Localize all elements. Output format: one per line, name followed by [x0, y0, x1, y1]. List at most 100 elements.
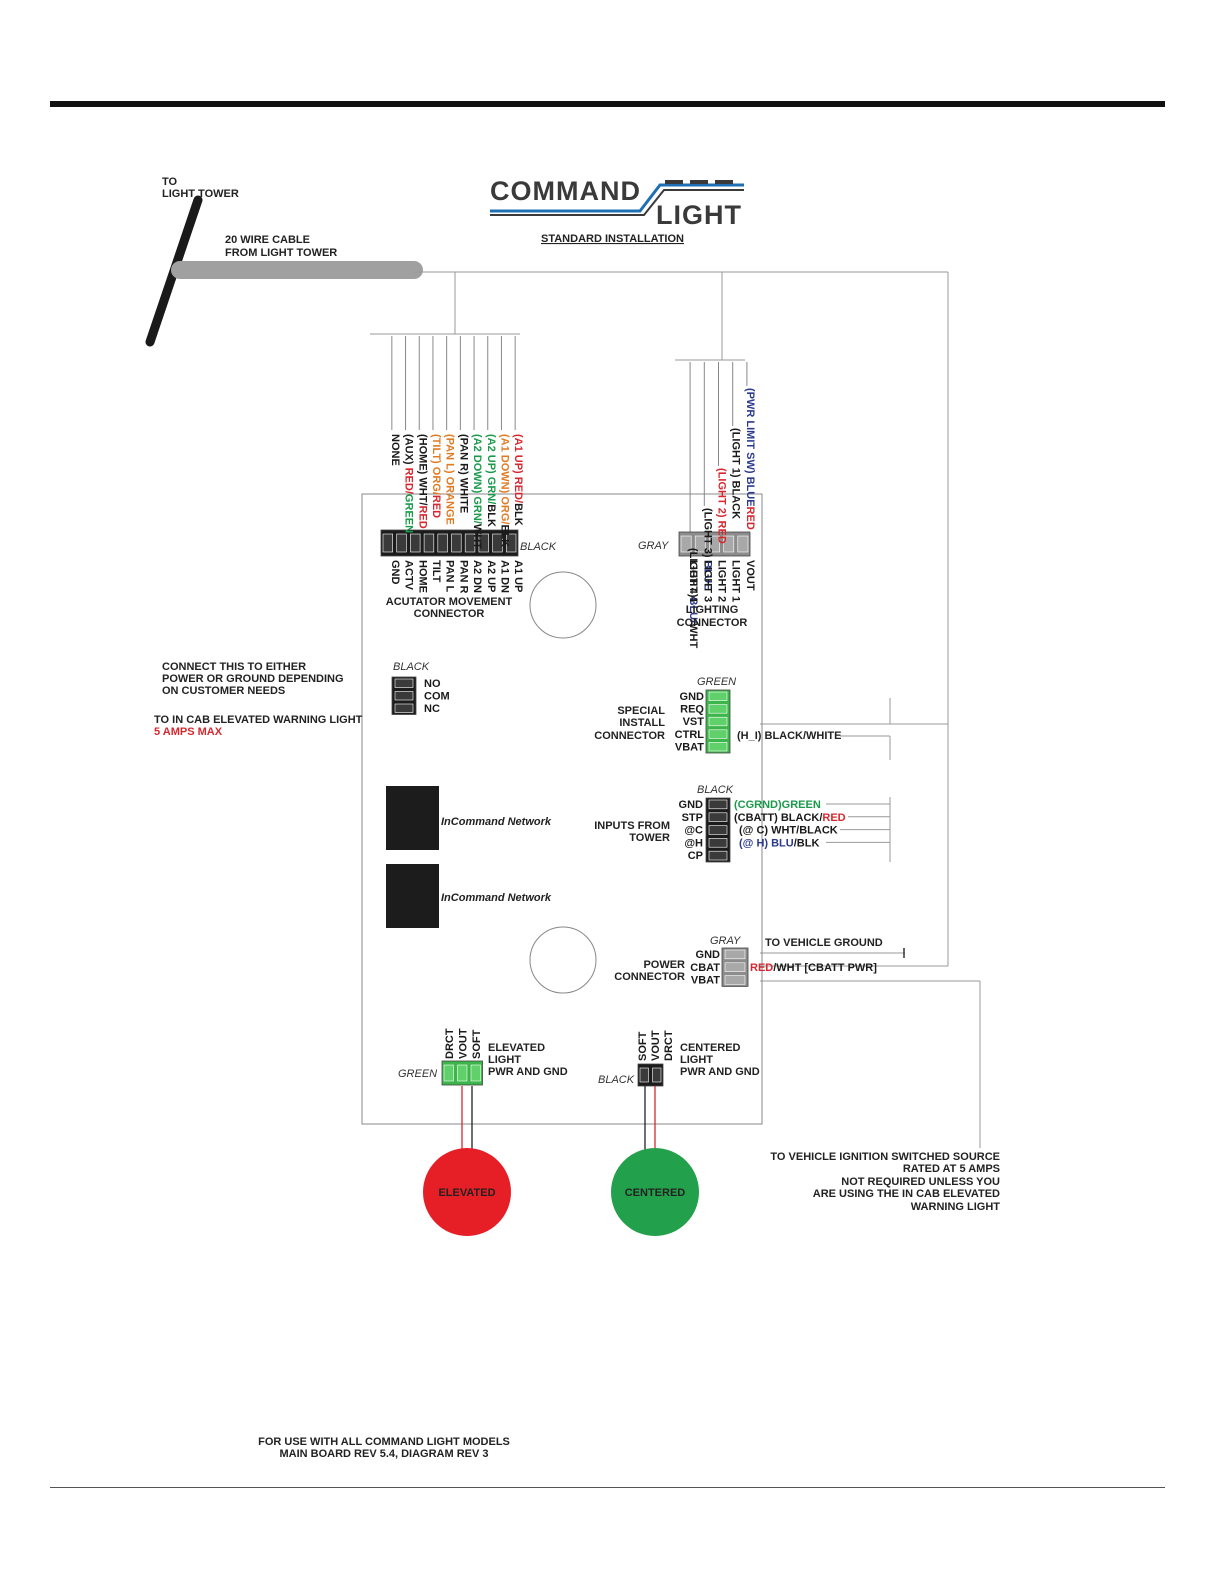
inputs-wire-labels: (CGRND)GREEN(CBATT) BLACK/RED(@ C) WHT/B…	[734, 799, 890, 849]
actuator-connector-pin	[410, 533, 421, 553]
elevated-pin-label: VOUT	[457, 1028, 469, 1059]
actuator-connector-pin	[396, 533, 407, 553]
mounting-hole-top	[529, 571, 597, 639]
actuator-movement-connector[interactable]	[380, 529, 519, 557]
inputs-connector-pin	[708, 838, 728, 848]
centered-lamp	[611, 1148, 699, 1236]
lighting-wire-label: (LIGHT 2) RED	[716, 468, 728, 544]
relay-note-line1: CONNECT THIS TO EITHER	[162, 661, 306, 673]
lighting-wire-label: (LIGHT 4)BLU/WHT	[687, 548, 699, 648]
cable-label-line1: 20 WIRE CABLE	[225, 234, 310, 246]
lighting-wire-label: (LIGHT 3) BLUE	[701, 508, 713, 591]
actuator-connector-pin	[451, 533, 462, 553]
inputs-pin-label: @H	[684, 837, 703, 849]
mounting-hole-bottom	[529, 926, 597, 994]
actuator-wire-label: (A1 UP) RED/BLK	[512, 434, 524, 526]
elevated-lamp-label: ELEVATED	[438, 1187, 495, 1199]
actuator-connector-pin	[464, 533, 476, 553]
inputs-title-line1: INPUTS FROM	[594, 820, 670, 832]
actuator-wire-label: (HOME) WHT/RED	[416, 434, 428, 529]
inputs-pin-label: @C	[684, 825, 703, 837]
actuator-pin-label: PAN L	[444, 560, 456, 592]
special-pin-label: VST	[683, 716, 705, 728]
ignition-note-line2: RATED AT 5 AMPS	[903, 1163, 1000, 1175]
lighting-connector-pin	[723, 535, 735, 553]
actuator-connector-pin	[478, 533, 489, 553]
footer-rule	[50, 1487, 1165, 1488]
actuator-connector-pin	[382, 533, 393, 553]
elevated-light-connector[interactable]	[441, 1060, 483, 1086]
lighting-connector[interactable]	[678, 531, 751, 557]
actuator-connector-pin	[492, 533, 503, 553]
command-light-logo: COMMAND LIGHT STANDARD INSTALLATION	[490, 176, 744, 245]
special-connector-pin	[708, 729, 728, 739]
lighting-connector-pin	[680, 535, 692, 553]
lighting-wire-label: (LIGHT 1) BLACK	[730, 428, 742, 519]
power-connector-pin	[724, 962, 746, 972]
special-title-line2: INSTALL	[619, 717, 665, 729]
centered-pin-label: VOUT	[650, 1030, 662, 1061]
actuator-connector-pin	[437, 533, 448, 553]
inputs-pin-label: GND	[679, 799, 704, 811]
lighting-connector-pin	[737, 535, 749, 553]
incommand-network-port-1[interactable]	[386, 786, 439, 850]
centered-title-line2: LIGHT	[680, 1054, 713, 1066]
inputs-color-label: BLACK	[697, 784, 734, 796]
relay-connector-pin	[394, 703, 414, 713]
actuator-connector-pin	[423, 533, 435, 553]
power-pin-label: CBAT	[690, 962, 720, 974]
actuator-color-label: BLACK	[520, 541, 557, 553]
footer-line1: FOR USE WITH ALL COMMAND LIGHT MODELS	[258, 1436, 510, 1448]
special-connector-pin	[708, 691, 728, 701]
lighting-connector-pin	[709, 535, 720, 553]
special-title-line1: SPECIAL	[617, 705, 665, 717]
power-connector[interactable]	[721, 947, 749, 987]
lighting-pin-label: LIGHT 1	[730, 560, 742, 602]
actuator-wire-label: (A2 DOWN) GRN/WHT	[471, 434, 483, 549]
elevated-title-line2: LIGHT	[488, 1054, 521, 1066]
incommand-network-label-2: InCommand Network	[441, 892, 552, 904]
inputs-from-tower-connector[interactable]	[705, 797, 731, 863]
lighting-color-label: GRAY	[638, 540, 669, 552]
inputs-connector-pin	[708, 812, 728, 822]
relay-connector[interactable]	[391, 676, 417, 715]
ignition-note-line4: ARE USING THE IN CAB ELEVATED	[813, 1188, 1000, 1200]
actuator-wire-bundle	[391, 336, 516, 430]
actuator-pin-label: HOME	[416, 560, 428, 593]
incommand-network-port-2[interactable]	[386, 864, 439, 928]
elevated-pin-label: DRCT	[444, 1028, 456, 1059]
inputs-pin-label: CP	[688, 850, 703, 862]
actuator-wire-label: (TILT) ORG/RED	[430, 434, 442, 518]
inputs-wire-label: (CGRND)GREEN	[734, 799, 821, 811]
power-title-line1: POWER	[643, 959, 685, 971]
lighting-pin-label: LIGHT 3	[701, 560, 713, 602]
centered-pin-label: SOFT	[637, 1031, 649, 1061]
cable-routing-lines	[370, 271, 981, 1148]
relay-connector-pin	[394, 678, 414, 688]
actuator-wire-label: (AUX) RED/GREEN	[403, 434, 415, 533]
ignition-note-line3: NOT REQUIRED UNLESS YOU	[841, 1176, 1000, 1188]
lighting-connector-pin	[694, 535, 706, 553]
special-install-connector[interactable]	[705, 689, 731, 754]
inputs-connector-pin	[708, 799, 728, 810]
actuator-wire-label: (PAN L) ORANGE	[444, 434, 456, 525]
power-connector-pin	[724, 975, 746, 985]
tower-name-label: LIGHT TOWER	[162, 188, 239, 200]
actuator-wire-label: (PAN R) WHITE	[457, 434, 469, 513]
actuator-pin-label: PAN R	[457, 560, 469, 593]
logo-swoosh-icon	[490, 183, 744, 213]
centered-light-connector[interactable]	[637, 1063, 664, 1087]
logo-swoosh-dark-icon	[490, 189, 744, 216]
special-connector-pin	[708, 742, 728, 752]
relay-note-line2: POWER OR GROUND DEPENDING	[162, 673, 344, 685]
lighting-wire-label: (PWR LIMIT SW) BLUERED	[744, 388, 756, 530]
special-pin-label: GND	[680, 691, 705, 703]
actuator-title-line1: ACUTATOR MOVEMENT	[386, 596, 513, 608]
actuator-wire-label: NONE	[389, 434, 401, 466]
logo-command-text: COMMAND	[490, 176, 641, 206]
